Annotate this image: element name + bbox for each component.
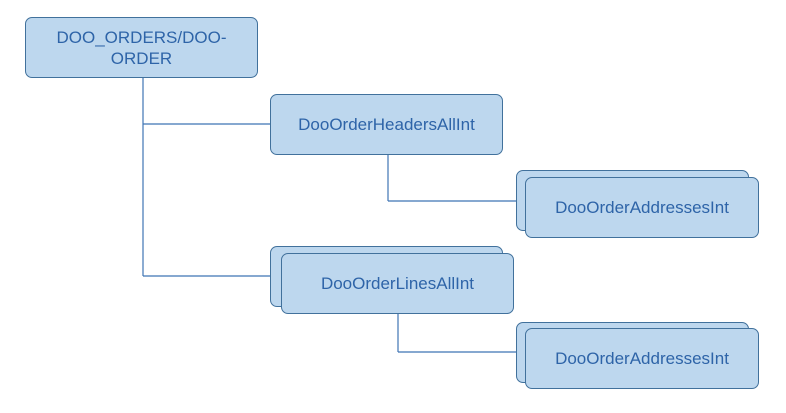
node-label: DooOrderAddressesInt bbox=[555, 198, 729, 217]
node-headers-addresses: DooOrderAddressesInt bbox=[525, 177, 759, 238]
node-root-doo-orders: DOO_ORDERS/DOO-ORDER bbox=[25, 17, 258, 78]
node-order-headers: DooOrderHeadersAllInt bbox=[270, 94, 503, 155]
node-label: DooOrderHeadersAllInt bbox=[298, 115, 475, 134]
node-label: DooOrderLinesAllInt bbox=[320, 274, 475, 293]
node-label: DooOrderAddressesInt bbox=[555, 349, 729, 368]
node-label: DOO_ORDERS/DOO-ORDER bbox=[56, 27, 227, 68]
node-lines-addresses: DooOrderAddressesInt bbox=[525, 328, 759, 389]
node-order-lines: DooOrderLinesAllInt bbox=[281, 253, 514, 314]
